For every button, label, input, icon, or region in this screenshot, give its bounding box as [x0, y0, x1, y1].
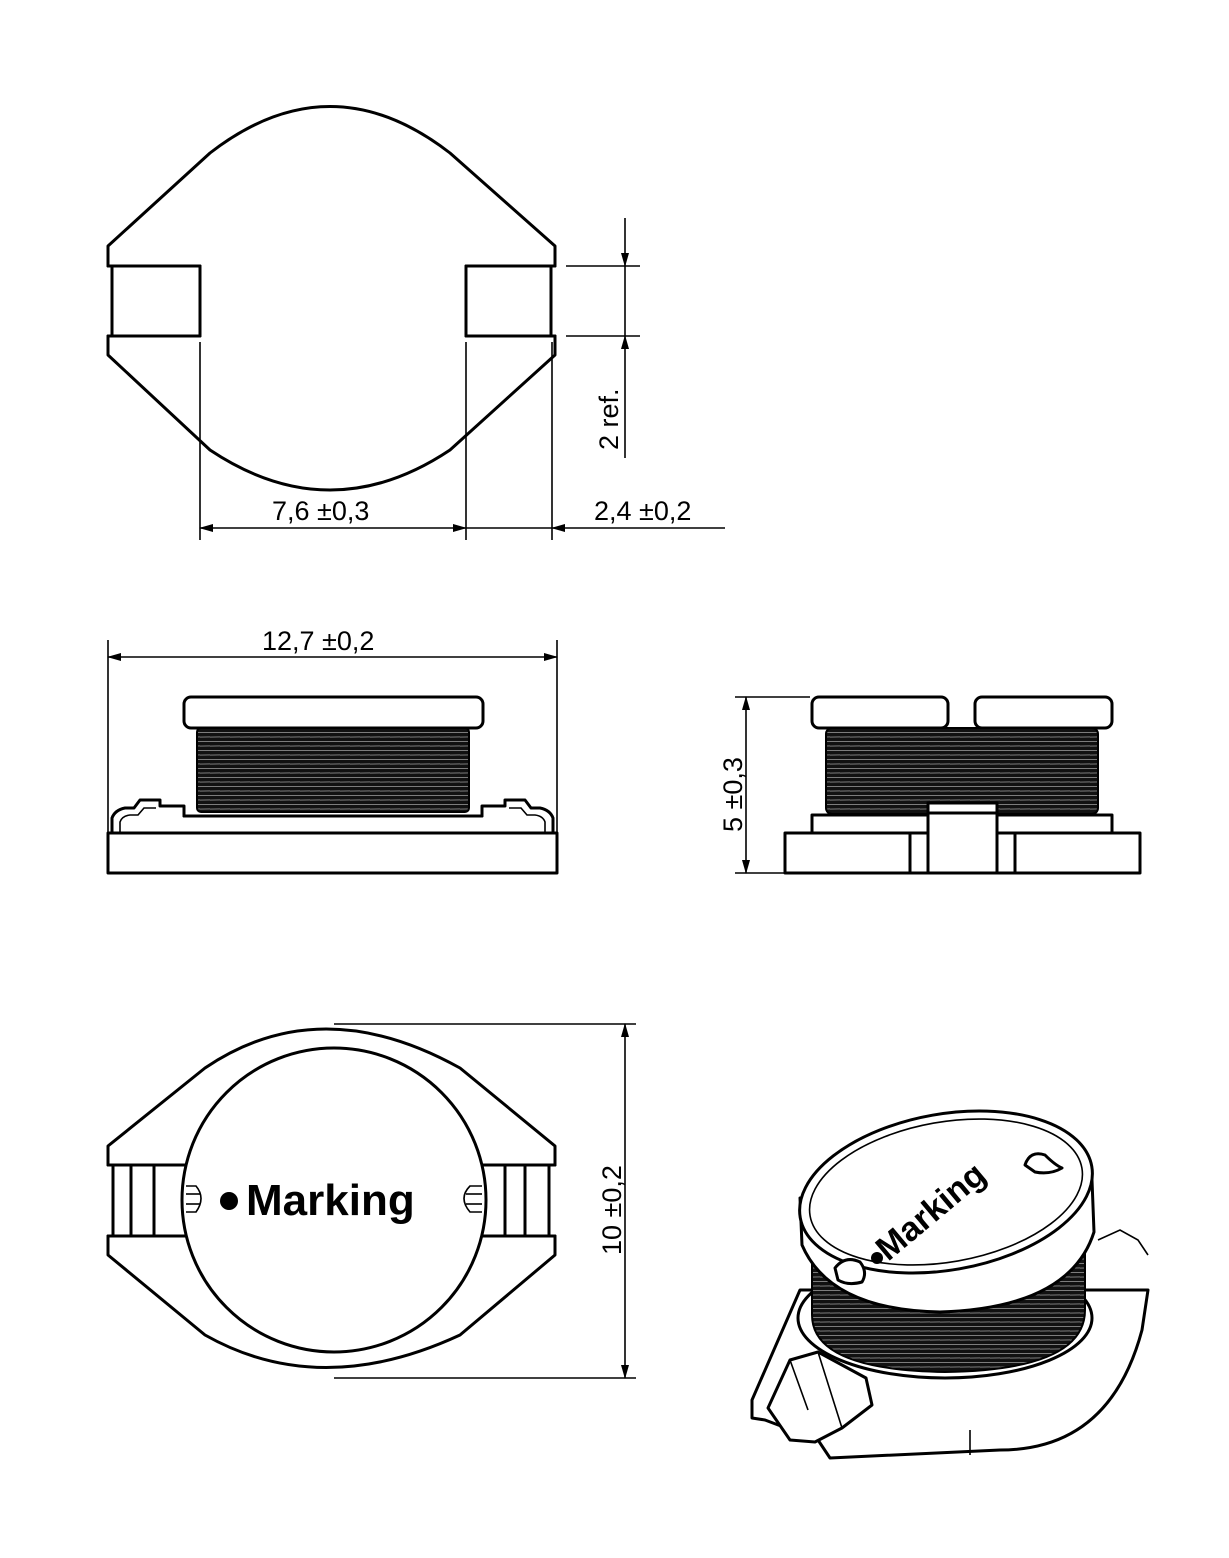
- right-pad: [464, 264, 553, 338]
- side-view: 5 ±0,3: [718, 695, 1142, 875]
- marking-label: Marking: [246, 1176, 415, 1225]
- top-marking-view: Marking 10 ±0,2: [106, 1023, 636, 1379]
- width-dimension: 10 ±0,2: [597, 1165, 627, 1255]
- height-dimension: 5 ±0,3: [718, 757, 748, 832]
- pad-height-dimension: 2 ref.: [594, 388, 624, 450]
- pad-width-dimension: 2,4 ±0,2: [594, 496, 691, 526]
- left-pad: [110, 264, 202, 338]
- front-view: 12,7 ±0,2: [106, 626, 559, 875]
- polarity-dot: [220, 1192, 238, 1210]
- cap-circle: [180, 1046, 488, 1354]
- isometric-view: Marking: [750, 1109, 1150, 1460]
- length-dimension: 12,7 ±0,2: [262, 626, 374, 656]
- iso-polarity-dot: [871, 1252, 883, 1264]
- top-footprint-view: 2 ref. 7,6 ±0,3 2,4 ±0,2: [106, 105, 725, 540]
- pad-gap-dimension: 7,6 ±0,3: [272, 496, 369, 526]
